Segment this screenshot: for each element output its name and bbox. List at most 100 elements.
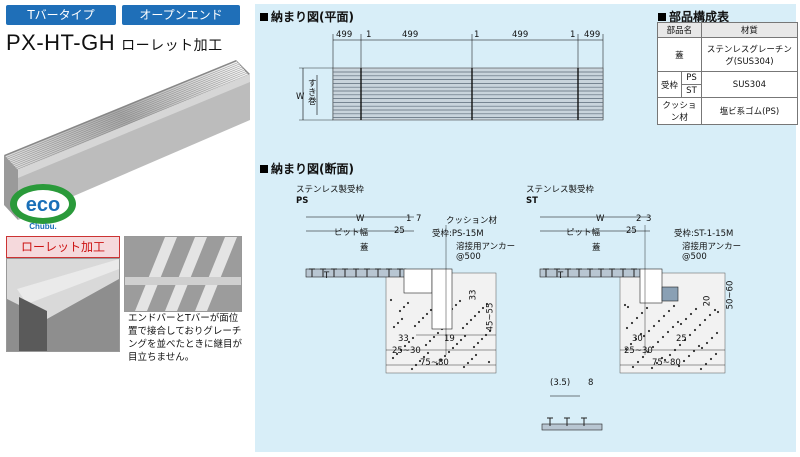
concrete-dot [705,341,709,345]
plan-gap-label: すき巻 [308,79,317,107]
concrete-dot [683,338,687,342]
concrete-dot [488,329,492,333]
concrete-dot [651,345,655,349]
st-p25: 25 [626,226,637,236]
concrete-dot [668,353,672,357]
concrete-dot [631,365,635,369]
section-title: 納まり図(断面) [271,162,354,176]
plan-dim-2: 1 [366,30,372,40]
concrete-dot [487,360,491,364]
concrete-dot [451,346,455,350]
concrete-dot [623,303,627,307]
photo-joint [124,236,242,312]
concrete-dot [636,360,640,364]
concrete-dot [708,313,712,317]
st-d7580: 75~80 [652,358,681,368]
concrete-dot [703,318,707,322]
concrete-dot [395,352,399,356]
concrete-dot [662,314,666,318]
detail-d8: 8 [588,378,594,388]
plan-dim-4: 1 [474,30,480,40]
plan-dim-7: 499 [584,30,601,40]
detail-drawing [541,395,603,431]
concrete-dot [625,326,629,330]
ps-t: T [324,271,330,281]
concrete-dot [700,346,704,350]
concrete-dot [439,358,443,362]
concrete-dot [704,362,708,366]
plan-drawing [299,34,604,121]
concrete-dot [421,316,425,320]
ps-d33v: 33 [468,289,479,301]
concrete-dot [425,312,429,316]
ps-d4555: 45~55 [485,302,496,332]
concrete-dot [677,364,681,368]
concrete-dot [411,336,415,340]
st-d30: 30 [632,334,643,344]
ps-anchor: 溶接用アンカー [456,242,516,252]
concrete-dot [400,317,404,321]
concrete-dot [650,366,654,370]
concrete-dot [418,359,422,363]
st-d5060: 50~60 [725,280,736,310]
concrete-dot [476,341,480,345]
concrete-dot [402,305,406,309]
concrete-dot [469,318,473,322]
concrete-dot [435,362,439,366]
concrete-dot [647,329,651,333]
concrete-dot [473,314,477,318]
plan-dim-6: 1 [570,30,576,40]
concrete-dot [474,353,478,357]
st-pit: ピット幅 [566,228,601,238]
concrete-dot [640,311,644,315]
plan-dim-5: 499 [512,30,529,40]
concrete-dot [684,317,688,321]
ps-w: W [356,214,365,224]
concrete-dot [645,306,649,310]
st-d20: 20 [702,295,713,307]
concrete-dot [699,367,703,371]
concrete-dot [639,332,643,336]
concrete-dot [472,345,476,349]
concrete-dot [470,357,474,361]
concrete-dot [429,308,433,312]
ps-p25: 25 [394,226,405,236]
ps-d1: 1 [406,214,412,224]
ps-cushion: クッション材 [446,216,498,226]
parts-header-name: 部品名 [657,22,702,38]
parts-cover-name: 蓋 [657,37,702,72]
concrete-dot [454,303,458,307]
concrete-dot [692,349,696,353]
concrete-dot [655,361,659,365]
concrete-dot [481,306,485,310]
ps-d19: 19 [444,334,455,344]
parts-frame-material: SUS304 [700,71,799,98]
detail-d35: (3.5) [550,378,571,388]
section-title-wrap: 納まり図(断面) [260,160,354,177]
st-anchor: 溶接用アンカー [682,242,742,252]
st-t: T [558,271,564,281]
concrete-dot [713,308,717,312]
concrete-dot [477,310,481,314]
ps-name: ステンレス製受枠 [296,185,365,195]
grating-illustration [4,60,250,220]
ps-d7580: 75~80 [420,358,449,368]
concrete-dot [624,347,628,351]
plan-w-label: W [296,92,305,102]
concrete-dot [480,337,484,341]
concrete-dot [630,321,634,325]
photo-knurled-bar [6,258,120,352]
concrete-dot [671,325,675,329]
concrete-dot [678,343,682,347]
parts-cushion-material: 塩ビ系ゴム(PS) [700,97,799,125]
concrete-dot [667,309,671,313]
parts-section-title: 部品構成表 [658,8,729,25]
ps-d33h: 33 [398,334,409,344]
concrete-dot [710,336,714,340]
concrete-dot [661,335,665,339]
concrete-dot [389,298,393,302]
st-name: ステンレス製受枠 [526,185,595,195]
st-d25: 25 [676,334,687,344]
concrete-dot [458,299,462,303]
